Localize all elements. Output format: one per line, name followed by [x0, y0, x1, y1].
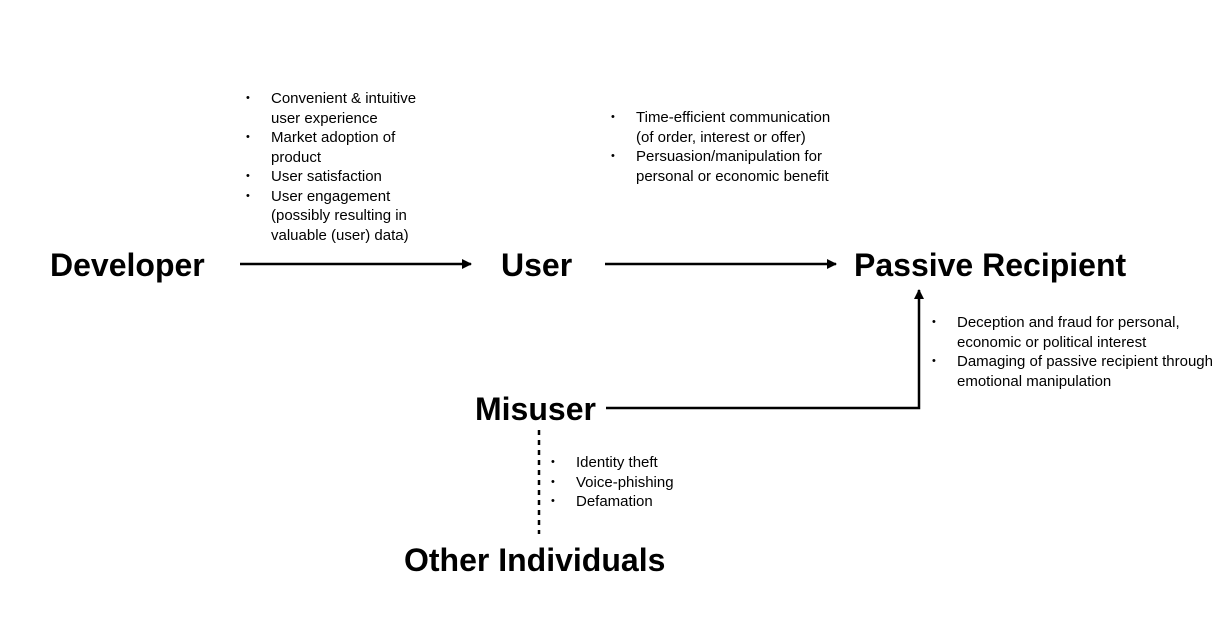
developer-to-user-bullets: Convenient & intuitive user experience M…: [246, 89, 446, 245]
arrow-misuser-to-passive-recipient: [606, 289, 924, 410]
misuser-to-other-individuals-bullets: Identity theft Voice-phishing Defamation: [551, 453, 751, 512]
bullet-item: Convenient & intuitive user experience: [246, 89, 446, 128]
node-passive-recipient: Passive Recipient: [854, 247, 1127, 283]
node-user: User: [501, 247, 573, 283]
bullet-item: Defamation: [551, 492, 751, 512]
node-developer: Developer: [50, 247, 205, 283]
node-other-individuals: Other Individuals: [404, 542, 666, 578]
bullet-item: Time-efficient communication (of order, …: [611, 108, 841, 147]
bullet-item: Voice-phishing: [551, 473, 751, 493]
bullet-item: User satisfaction: [246, 167, 446, 187]
bullet-item: Deception and fraud for personal, econom…: [932, 313, 1217, 352]
node-misuser: Misuser: [475, 391, 596, 427]
bullet-item: Identity theft: [551, 453, 751, 473]
bullet-item: Damaging of passive recipient through em…: [932, 352, 1217, 391]
bullet-item: Persuasion/manipulation for personal or …: [611, 147, 841, 186]
misuser-to-passive-recipient-bullets: Deception and fraud for personal, econom…: [932, 313, 1217, 391]
bullet-item: Market adoption of product: [246, 128, 446, 167]
bullet-item: User engagement (possibly resulting in v…: [246, 187, 446, 246]
user-to-passive-recipient-bullets: Time-efficient communication (of order, …: [611, 108, 841, 186]
